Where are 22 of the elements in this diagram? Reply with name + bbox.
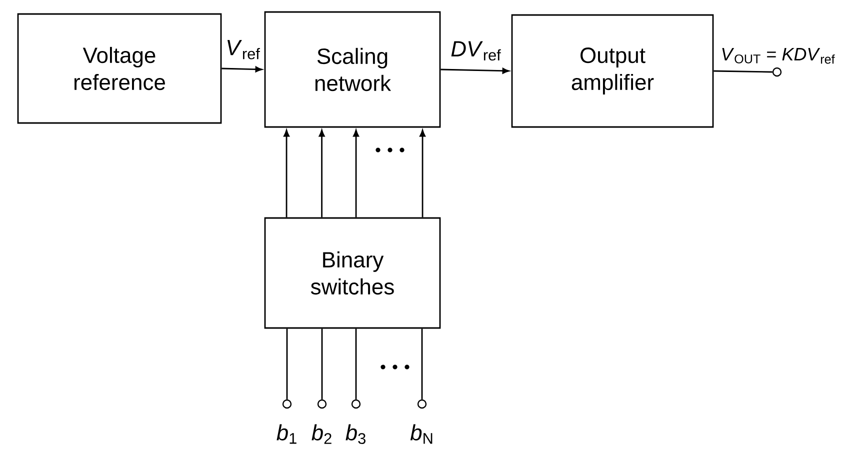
terminal-label: b$_{N}$ xyxy=(410,424,432,444)
terminal-circle xyxy=(282,399,292,409)
block-box: Voltage reference xyxy=(17,13,222,124)
arrow xyxy=(420,130,426,218)
arrow xyxy=(353,130,359,218)
block-box: Output amplifier xyxy=(511,14,714,128)
arrow xyxy=(440,68,510,74)
arrow xyxy=(284,130,290,218)
arrow xyxy=(222,66,262,72)
terminal-circle xyxy=(772,67,782,77)
block-box: Binary switches xyxy=(264,217,441,329)
terminal-circle xyxy=(417,399,427,409)
block-box: Scaling network xyxy=(264,11,441,128)
edge-label: DV$_{ref}$ xyxy=(450,40,502,62)
arrow xyxy=(318,130,325,218)
terminal-circle xyxy=(317,399,327,409)
terminal-label: b$_{1}$ xyxy=(276,424,296,444)
edge-label: V$_{ref}$ xyxy=(224,39,262,60)
terminal-label: b$_{3}$ xyxy=(346,424,366,444)
terminal-label: V$_{OUT}$ = KDV$_{ref}$ xyxy=(722,48,835,64)
terminal-label: b$_{2}$ xyxy=(312,424,332,444)
terminal-circle xyxy=(351,399,361,409)
